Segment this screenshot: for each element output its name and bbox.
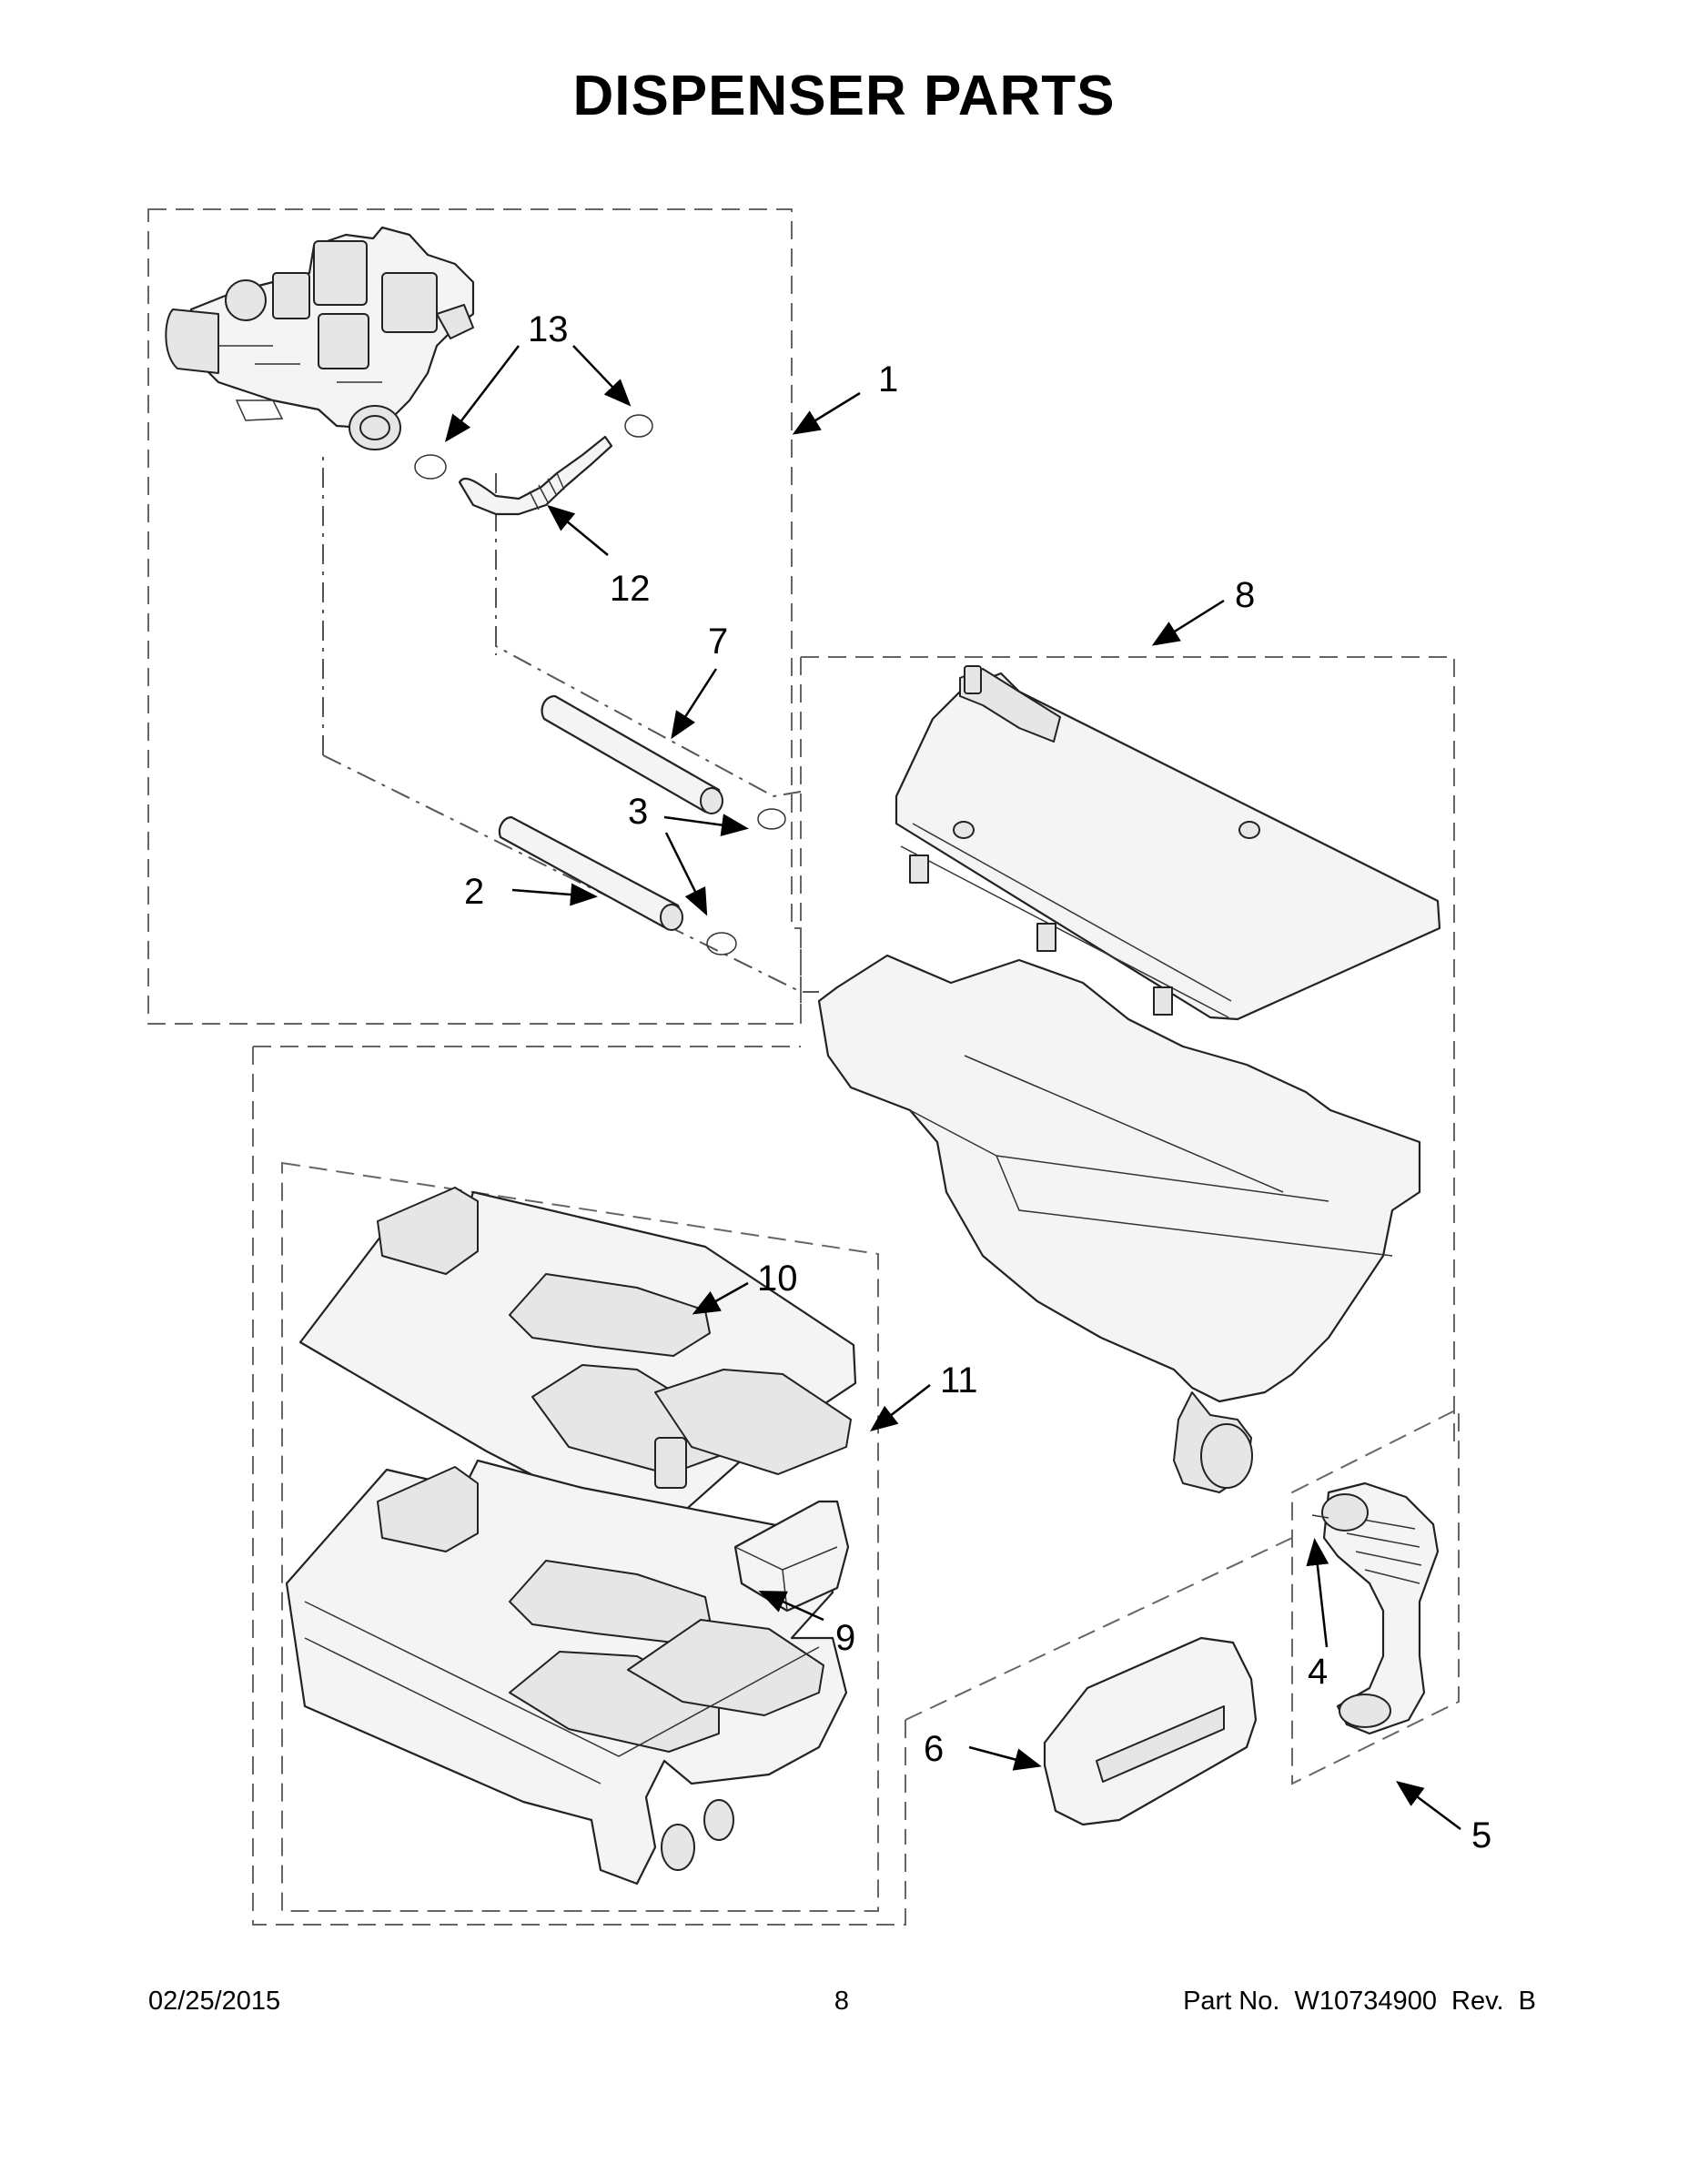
- dispenser-housing-part: [817, 954, 1421, 1493]
- callout-7: 7: [708, 622, 728, 662]
- fill-hose-part: [458, 435, 613, 516]
- callout-5: 5: [1471, 1815, 1491, 1855]
- tube-part-lower: [498, 815, 683, 931]
- hose-clamp-part: [414, 414, 653, 480]
- callout-13: 13: [528, 309, 569, 349]
- callout-4: 4: [1308, 1652, 1328, 1692]
- drawer-insert-part: [298, 1187, 857, 1531]
- water-inlet-valve-part: [165, 226, 475, 450]
- group-outline-drawer: [252, 1046, 906, 1926]
- group-outline-dispenser-housing: [800, 656, 1455, 1447]
- callout-1: 1: [878, 359, 898, 399]
- callout-arrows: [444, 345, 1461, 1831]
- callout-10: 10: [757, 1259, 798, 1299]
- drawer-assembly-part: [285, 1459, 848, 1886]
- callout-8: 8: [1235, 575, 1255, 615]
- callout-2: 2: [464, 872, 484, 912]
- callout-12: 12: [610, 569, 651, 609]
- group-outline-handle: [905, 1537, 1293, 1838]
- tube-part-upper: [541, 694, 723, 814]
- group-outline-hose: [1291, 1407, 1460, 1785]
- callout-11: 11: [940, 1360, 978, 1400]
- page-title: DISPENSER PARTS: [572, 65, 1116, 127]
- tube-clamp-part: [706, 808, 786, 956]
- drawer-handle-part: [1043, 1636, 1258, 1826]
- footer-part-number: Part No. W10734900 Rev. B: [1183, 1987, 1536, 2016]
- callout-6: 6: [924, 1729, 944, 1769]
- bellows-hose-part: [1311, 1481, 1440, 1735]
- footer-page-number: 8: [834, 1987, 850, 2016]
- callout-3: 3: [628, 792, 648, 832]
- group-outline-valve-assembly: [147, 208, 802, 1025]
- dispenser-cover-part: [895, 665, 1441, 1021]
- footer-date: 02/25/2015: [148, 1987, 281, 2016]
- callout-9: 9: [835, 1618, 855, 1658]
